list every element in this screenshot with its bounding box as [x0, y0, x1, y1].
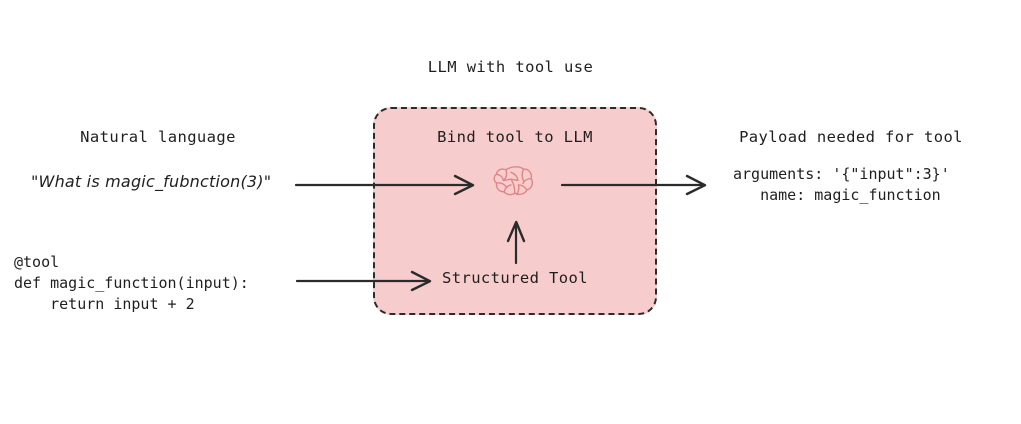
bind-tool-label: Bind tool to LLM — [437, 128, 593, 146]
natural-language-heading: Natural language — [80, 128, 236, 146]
structured-tool-label: Structured Tool — [442, 269, 588, 287]
diagram-title: LLM with tool use — [427, 58, 594, 76]
payload-block: arguments: '{"input":3}' name: magic_fun… — [733, 165, 950, 204]
tool-code-block: @tool def magic_function(input): return … — [14, 253, 249, 313]
natural-language-query: "What is magic_fubnction(3)" — [31, 172, 272, 191]
payload-heading: Payload needed for tool — [739, 128, 963, 146]
